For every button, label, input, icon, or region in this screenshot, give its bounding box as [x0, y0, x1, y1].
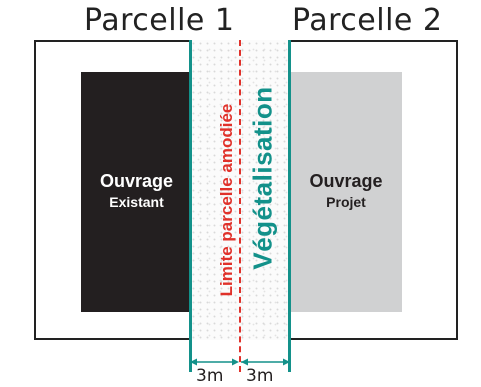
project-structure-main-text: Ouvrage — [309, 171, 383, 191]
dimension-arrows — [190, 358, 290, 366]
project-structure-label: Ouvrage Projet — [290, 170, 402, 212]
existing-structure-label: Ouvrage Existant — [81, 170, 192, 212]
right-arrowhead-start — [241, 358, 248, 366]
existing-structure-block: Ouvrage Existant — [81, 72, 192, 312]
left-arrowhead-end — [232, 358, 239, 366]
project-structure-block: Ouvrage Projet — [290, 72, 402, 312]
vegetation-label: Végétalisation — [247, 86, 278, 270]
existing-structure-main-text: Ouvrage — [99, 171, 174, 191]
strip-right-edge — [288, 40, 291, 372]
parcel-limit-dashed-line — [239, 40, 241, 372]
right-dimension-label: 3m — [246, 366, 274, 386]
existing-structure-sub-text: Existant — [109, 194, 164, 210]
right-arrowhead-end — [283, 358, 290, 366]
parcel-2-title: Parcelle 2 — [292, 3, 443, 38]
left-arrowhead-start — [190, 358, 197, 366]
parcel-1-title: Parcelle 1 — [84, 3, 235, 38]
left-dimension-label: 3m — [196, 366, 224, 386]
strip-left-edge — [189, 40, 192, 372]
project-structure-sub-text: Projet — [326, 194, 366, 210]
parcel-limit-label: Limite parcelle amodiée — [217, 103, 236, 297]
